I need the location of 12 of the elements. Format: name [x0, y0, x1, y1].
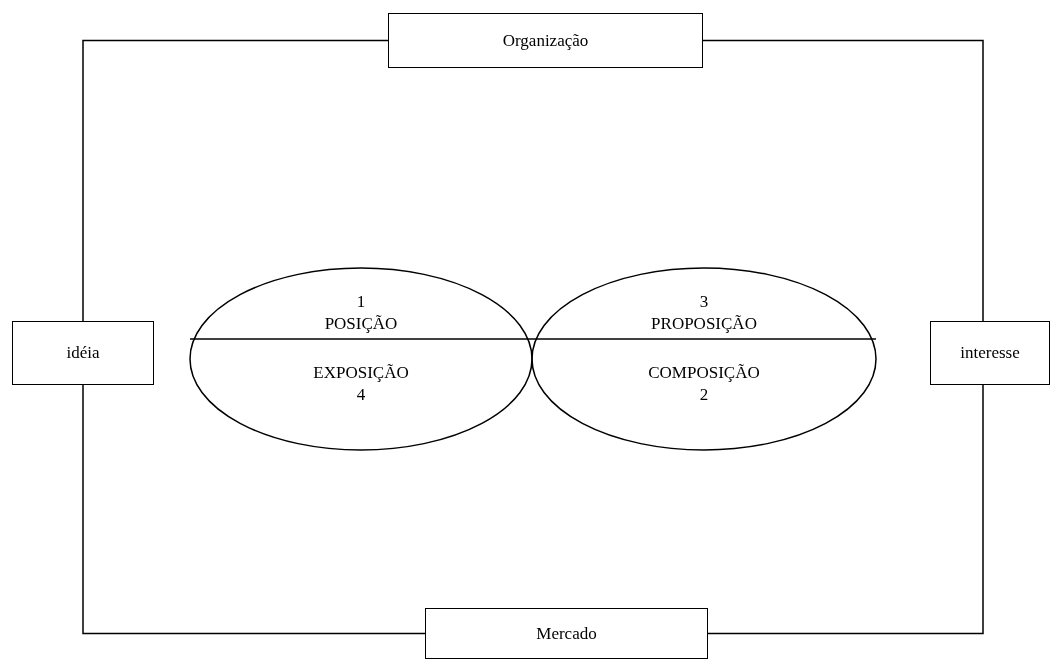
ellipse-label: 3 PROPOSIÇÃO: [651, 291, 757, 336]
ellipse-label: COMPOSIÇÃO 2: [648, 362, 760, 407]
connector-line: [82, 384, 426, 635]
connector-line: [702, 39, 984, 322]
label-box: interesse: [930, 321, 1050, 385]
connector-line: [707, 384, 984, 635]
ellipse-label: EXPOSIÇÃO 4: [313, 362, 409, 407]
connector-line: [82, 39, 389, 322]
label-box: idéia: [12, 321, 154, 385]
label-box: Organização: [388, 13, 703, 68]
label-box: Mercado: [425, 608, 708, 659]
ellipse-label: 1 POSIÇÃO: [324, 291, 398, 336]
